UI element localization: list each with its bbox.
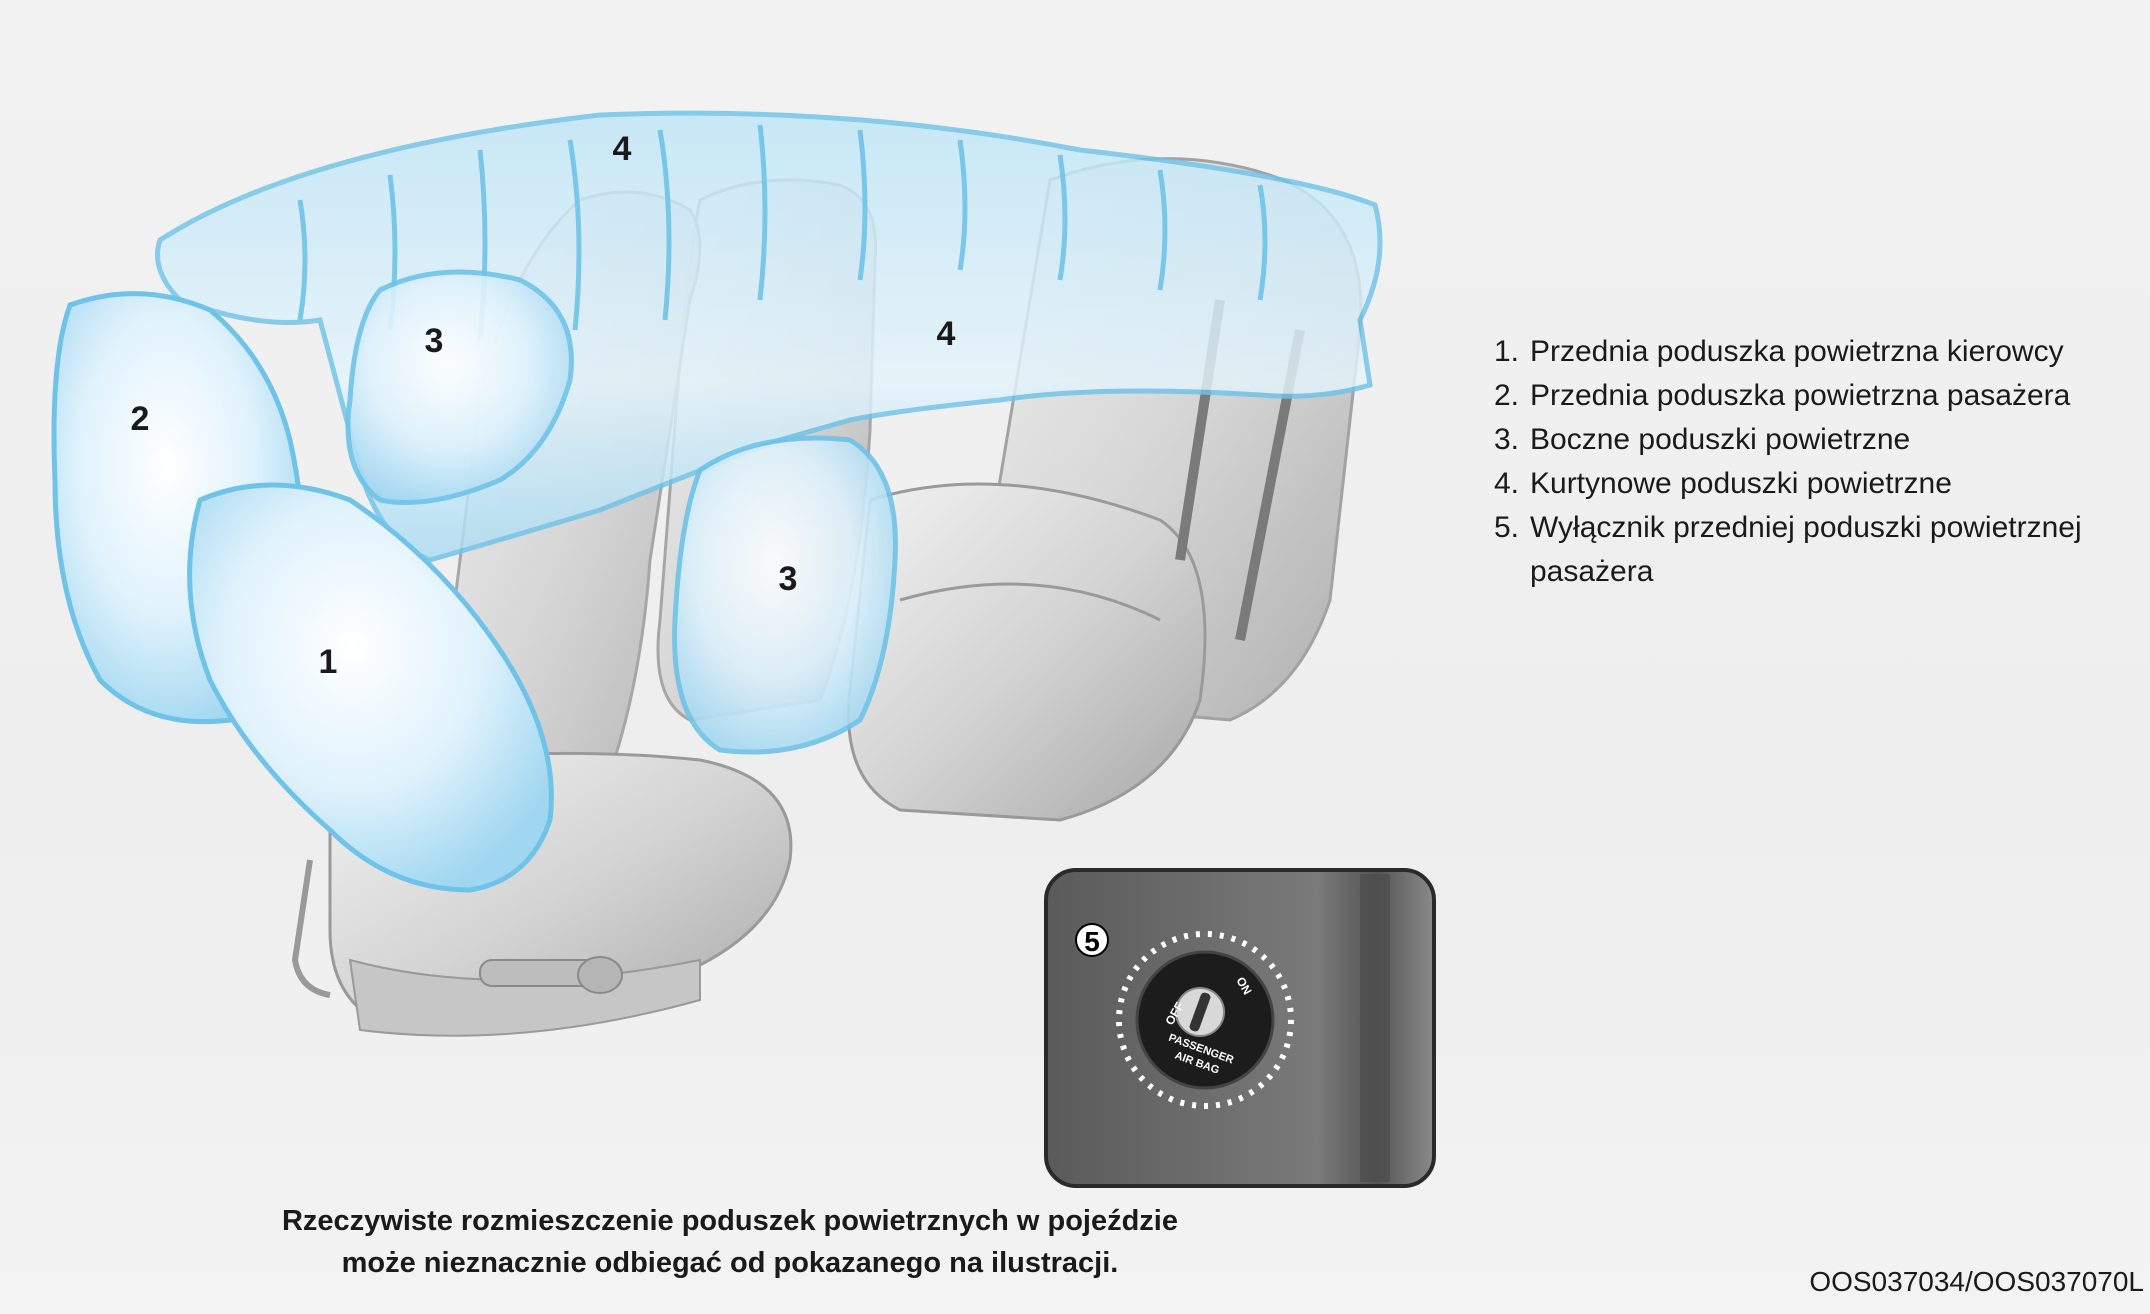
note-line-1: Rzeczywiste rozmieszczenie poduszek powi… <box>281 1205 1178 1237</box>
note-line-2: może nieznacznie odbiegać od pokazanego … <box>341 1247 1119 1279</box>
figure-code: OOS037034/OOS037070L <box>1809 1266 2144 1297</box>
callout-4-top: 4 <box>613 130 632 168</box>
legend-number: 4. <box>1494 467 1520 500</box>
legend-number: 3. <box>1494 423 1520 456</box>
legend-number: 5. <box>1494 511 1520 544</box>
legend-item: 4. Kurtynowe poduszki powietrzne <box>1494 462 2094 506</box>
callout-5: 5 <box>1084 926 1100 957</box>
legend-number: 1. <box>1494 335 1520 368</box>
disclaimer-note: Rzeczywiste rozmieszczenie poduszek powi… <box>240 1200 1220 1284</box>
callout-3-left: 3 <box>425 322 444 360</box>
legend-text: Przednia poduszka powietrzna kierowcy <box>1530 335 2064 368</box>
legend-item: 2. Przednia poduszka powietrzna pasażera <box>1494 374 2094 418</box>
legend: 1.Przednia poduszka powietrzna kierowcy … <box>1494 330 2094 594</box>
legend-text: Przednia poduszka powietrzna pasażera <box>1530 379 2071 412</box>
side-airbag-right <box>672 435 898 755</box>
driver-front-airbag <box>187 482 554 893</box>
legend-number: 2. <box>1494 379 1520 412</box>
switch-inset: 5 OFF ON PASSENGER AIR BAG <box>1044 868 1436 1188</box>
legend-item: 3. Boczne poduszki powietrzne <box>1494 418 2094 462</box>
legend-item: 1. Przednia poduszka powietrzna kierowcy <box>1494 330 2094 374</box>
legend-text: Wyłącznik przedniej poduszki powietrznej… <box>1530 511 2082 588</box>
callout-4-rear: 4 <box>937 315 956 353</box>
legend-item: 5. Wyłącznik przedniej poduszki powietrzn… <box>1494 506 2094 594</box>
callout-3-right: 3 <box>779 560 798 598</box>
legend-text: Kurtynowe poduszki powietrzne <box>1530 467 1952 500</box>
callout-2: 2 <box>131 400 150 438</box>
legend-text: Boczne poduszki powietrzne <box>1530 423 1911 456</box>
side-airbag-left <box>345 269 574 505</box>
callout-1: 1 <box>319 643 338 681</box>
